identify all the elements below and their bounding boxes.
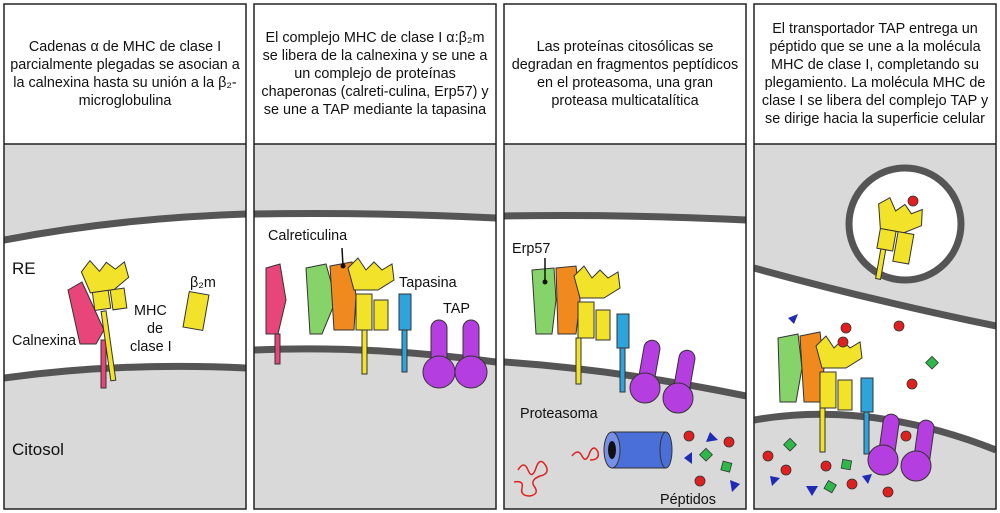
panel-4-scene — [754, 144, 996, 509]
label-erp57: Erp57 — [512, 241, 550, 257]
proteasoma — [603, 431, 673, 469]
mhc-heavy-chain — [80, 259, 130, 382]
panel-3-caption-text: Las proteínas citosólicas se degradan en… — [511, 39, 739, 109]
tapasina-protein — [398, 293, 412, 331]
label-mhc-3: clase I — [130, 339, 172, 355]
label-citosol: Citosol — [12, 440, 64, 459]
b2m-protein — [182, 290, 210, 332]
label-tapasina: Tapasina — [399, 275, 457, 291]
label-peptidos: Péptidos — [660, 492, 716, 508]
label-tap: TAP — [443, 301, 470, 317]
label-proteasoma: Proteasoma — [520, 406, 598, 422]
panel-4-caption: El transportador TAP entrega un péptido … — [754, 4, 996, 144]
panel-3-caption: Las proteínas citosólicas se degradan en… — [504, 4, 746, 144]
panel-1-caption-text: Cadenas α de MHC de clase I parcialmente… — [10, 39, 240, 109]
label-b2m: β₂m — [190, 275, 216, 291]
panel-4-caption-text: El transportador TAP entrega un péptido … — [761, 21, 989, 127]
calreticulina-protein — [329, 261, 357, 331]
label-calreticulina: Calreticulina — [268, 228, 347, 244]
panel-2-caption: El complejo MHC de clase I α:β₂m se libe… — [254, 4, 496, 144]
tap-transporter — [422, 319, 488, 389]
calnexina-protein — [67, 281, 105, 345]
panel-2-scene: Calreticulina Tapasina TAP — [254, 144, 496, 509]
panel-1-caption: Cadenas α de MHC de clase I parcialmente… — [4, 4, 246, 144]
erp57-protein — [305, 263, 337, 335]
label-mhc-2: de — [147, 321, 163, 337]
label-mhc-1: MHC — [134, 303, 167, 319]
label-calnexina: Calnexina — [12, 333, 76, 349]
panel-2-caption-text: El complejo MHC de clase I α:β₂m se libe… — [261, 30, 489, 118]
label-re: RE — [12, 259, 36, 278]
panel-3-scene: Erp57 Proteasoma Péptidos — [504, 144, 746, 509]
panel-1-scene: RE Calnexina β₂m MHC de clase I Citosol — [4, 144, 246, 509]
